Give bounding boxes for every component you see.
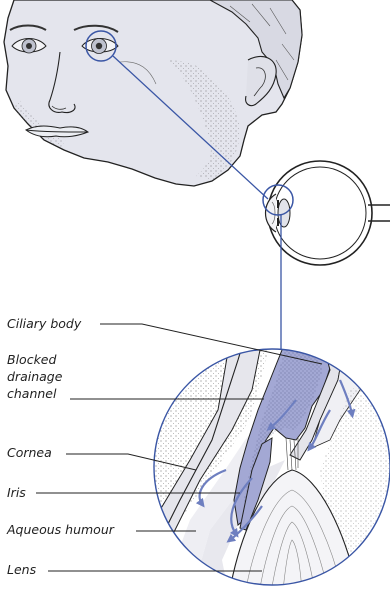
label-blocked-line3: channel [7,386,56,401]
label-blocked-line1: Blocked [7,352,56,367]
label-iris: Iris [7,485,26,500]
label-aqueous-humour: Aqueous humour [7,522,114,537]
magnified-detail [120,340,390,590]
label-cornea: Cornea [7,445,52,460]
mouth [26,126,88,137]
label-ciliary-body: Ciliary body [7,316,81,331]
label-blocked-line2: drainage [7,369,62,384]
label-lens: Lens [7,562,36,577]
